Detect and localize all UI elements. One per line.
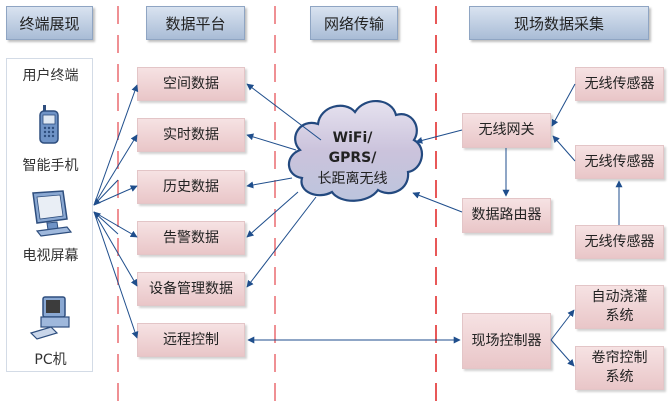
desktop-pc-icon (29, 296, 70, 340)
cloud-label-gprs: GPRS/ (328, 150, 377, 167)
mobile-phone-icon (39, 105, 59, 144)
curtain-control-system: 卷帘控制系统 (575, 346, 664, 390)
platform-item-label: 远程控制 (163, 331, 219, 348)
arrow-to-device-mgmt-data (93, 211, 138, 287)
cloud-label-long-range: 长距离无线 (317, 170, 388, 187)
platform-item-label: 告警数据 (163, 229, 219, 246)
arrow-cloud-device-mgmt (246, 196, 317, 288)
wireless-sensor-1: 无线传感器 (575, 67, 664, 101)
platform-item-device-management-data: 设备管理数据 (137, 272, 245, 306)
wireless-sensor-label: 无线传感器 (584, 153, 655, 170)
device-label-phone: 智能手机 (22, 158, 79, 174)
system-label-line1: 卷帘控制 (591, 350, 648, 367)
arrow-sensor1-gateway (551, 83, 576, 127)
arrow-controller-curtain (550, 339, 575, 367)
platform-item-label: 空间数据 (163, 75, 219, 92)
monitor-icon (32, 190, 73, 237)
platform-item-alarm-data: 告警数据 (137, 221, 245, 255)
header-terminal-label: 终端展现 (19, 14, 80, 33)
arrow-sensor2-gateway (552, 135, 576, 162)
platform-item-spatial-data: 空间数据 (137, 67, 245, 101)
arrow-router-cloud (412, 192, 463, 213)
field-controller: 现场控制器 (462, 313, 551, 369)
device-label-pc: PC机 (34, 352, 67, 368)
platform-item-remote-control: 远程控制 (137, 323, 245, 357)
wireless-gateway: 无线网关 (462, 113, 551, 148)
header-terminal: 终端展现 (6, 6, 93, 40)
header-field: 现场数据采集 (469, 6, 649, 40)
platform-item-history-data: 历史数据 (137, 170, 245, 204)
arrow-gateway-cloud (415, 129, 463, 144)
arrow-cloud-alarm (246, 191, 299, 238)
wireless-sensor-3: 无线传感器 (575, 225, 664, 259)
header-platform-label: 数据平台 (165, 14, 226, 33)
arrow-to-remote-control (93, 211, 139, 339)
arrow-cloud-realtime (246, 133, 297, 151)
arrow-to-realtime-data (93, 134, 138, 206)
arrow-cloud-spatial (246, 83, 322, 141)
cloud-shape (287, 100, 424, 202)
user-terminal-panel: 用户终端 智能手机 电视屏幕 PC机 (6, 58, 93, 372)
header-network-label: 网络传输 (323, 14, 384, 33)
network-cloud: WiFi/ GPRS/ 长距离无线 (300, 128, 405, 189)
cloud-label-wifi: WiFi/ (332, 130, 373, 146)
header-field-label: 现场数据采集 (513, 14, 604, 33)
auto-irrigation-system: 自动浇灌系统 (575, 285, 664, 329)
platform-item-label: 历史数据 (163, 178, 219, 195)
system-label-line1: 自动浇灌 (591, 289, 648, 306)
system-label-line2: 系统 (605, 308, 634, 324)
arrow-to-terminal-top (93, 179, 119, 206)
arrow-to-spatial-data (93, 84, 139, 206)
platform-item-label: 设备管理数据 (149, 280, 233, 297)
data-router: 数据路由器 (462, 198, 551, 233)
platform-item-realtime-data: 实时数据 (137, 118, 245, 152)
wireless-gateway-label: 无线网关 (478, 122, 535, 139)
arrow-to-history-data (93, 185, 138, 206)
platform-item-label: 实时数据 (163, 126, 219, 143)
arrow-to-alarm-data (93, 211, 138, 238)
system-label-line2: 系统 (605, 369, 634, 385)
data-router-label: 数据路由器 (471, 207, 542, 224)
wireless-sensor-2: 无线传感器 (575, 145, 664, 179)
header-network: 网络传输 (310, 6, 398, 40)
wireless-sensor-label: 无线传感器 (584, 75, 655, 92)
arrow-to-terminal-bottom (93, 211, 119, 235)
field-controller-label: 现场控制器 (471, 332, 542, 349)
arrow-controller-irrigation (550, 309, 575, 341)
device-label-tv: 电视屏幕 (22, 248, 79, 264)
arrow-cloud-history (246, 177, 293, 189)
header-platform: 数据平台 (146, 6, 245, 40)
wireless-sensor-label: 无线传感器 (584, 233, 655, 250)
terminal-panel-title: 用户终端 (22, 68, 79, 84)
